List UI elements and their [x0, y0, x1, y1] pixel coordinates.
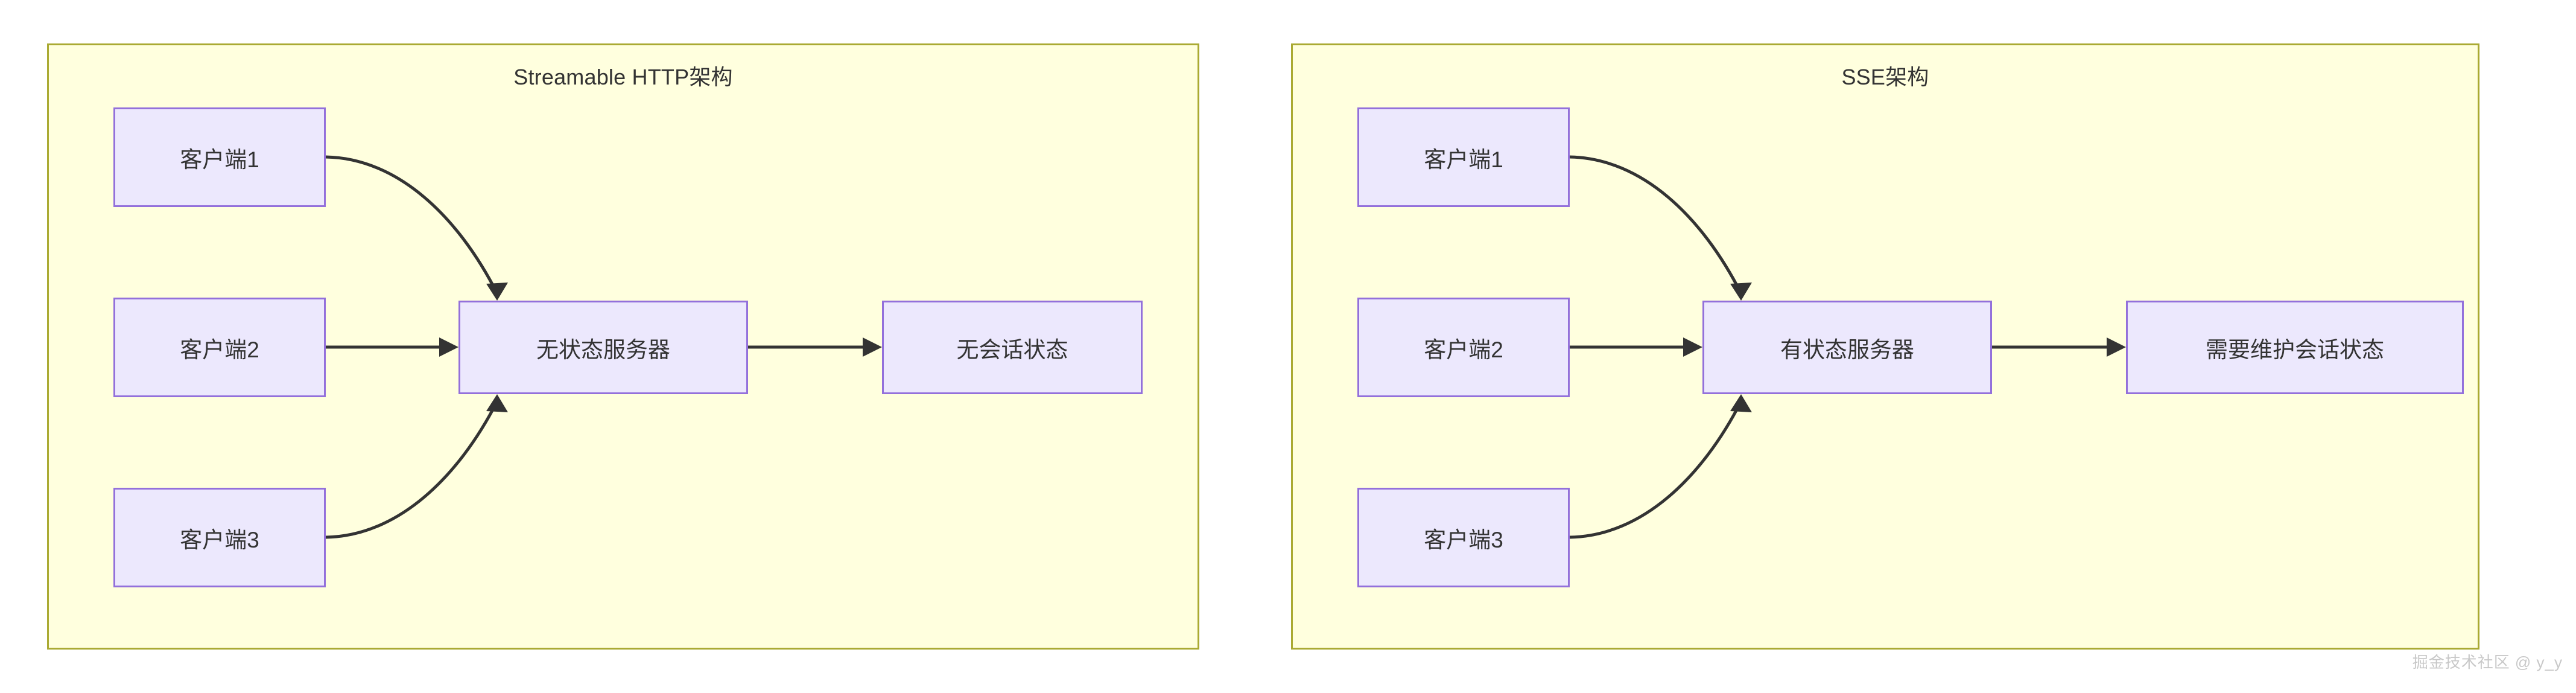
node-label: 客户端3: [180, 527, 259, 552]
node-label: 无会话状态: [956, 337, 1068, 362]
node-label: 需要维护会话状态: [2206, 337, 2384, 362]
node-sse-client-1[interactable]: 客户端1: [1357, 107, 1570, 207]
node-label: 客户端2: [180, 337, 259, 362]
node-sse-client-2[interactable]: 客户端2: [1357, 298, 1570, 397]
node-streamable-client-2[interactable]: 客户端2: [113, 298, 326, 397]
node-streamable-client-1[interactable]: 客户端1: [113, 107, 326, 207]
node-streamable-stateless-server[interactable]: 无状态服务器: [458, 301, 748, 394]
node-sse-stateful-server[interactable]: 有状态服务器: [1702, 301, 1992, 394]
panel-title-sse: SSE架构: [1841, 65, 1929, 89]
node-label: 无状态服务器: [536, 337, 670, 362]
node-sse-session-state-required[interactable]: 需要维护会话状态: [2126, 301, 2464, 394]
node-label: 客户端1: [1424, 147, 1503, 172]
node-streamable-no-session-state[interactable]: 无会话状态: [882, 301, 1143, 394]
watermark: 掘金技术社区 @ y_y: [2412, 653, 2563, 671]
node-label: 客户端2: [1424, 337, 1503, 362]
node-label: 客户端3: [1424, 527, 1503, 552]
node-sse-client-3[interactable]: 客户端3: [1357, 488, 1570, 587]
node-label: 客户端1: [180, 147, 259, 172]
node-streamable-client-3[interactable]: 客户端3: [113, 488, 326, 587]
panel-title-streamable-http: Streamable HTTP架构: [513, 65, 733, 89]
node-label: 有状态服务器: [1780, 337, 1914, 362]
